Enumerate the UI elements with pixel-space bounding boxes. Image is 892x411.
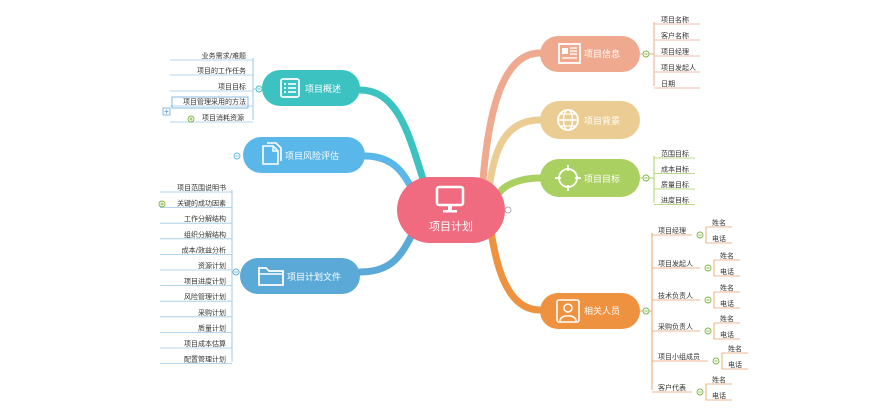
background-label: 项目背景 <box>584 115 620 127</box>
target-icon <box>555 165 581 191</box>
center-label: 项目计划 <box>429 220 473 233</box>
overview-item: 项目管理采用的方法 <box>183 97 246 106</box>
people-field: 电话 <box>720 267 734 276</box>
people-field: 电话 <box>712 234 726 243</box>
people-field: 姓名 <box>720 314 734 323</box>
globe-icon <box>557 109 579 131</box>
people-role: 项目小组成员 <box>658 352 700 361</box>
goals-item: 范围目标 <box>661 149 689 158</box>
people-field: 姓名 <box>720 283 734 292</box>
plan-item: 工作分解结构 <box>184 214 226 223</box>
plan-item: 成本/效益分析 <box>182 245 226 254</box>
people-field: 电话 <box>728 360 742 369</box>
people-field: 姓名 <box>712 218 726 227</box>
goals-label: 项目目标 <box>584 173 620 185</box>
goals-node[interactable]: 项目目标 <box>540 159 640 197</box>
branch-people-line <box>486 221 544 314</box>
people-role: 技术负责人 <box>658 291 693 300</box>
overview-label: 项目概述 <box>305 83 341 95</box>
people-field: 姓名 <box>728 344 742 353</box>
info-item: 项目发起人 <box>661 63 696 72</box>
people-field: 姓名 <box>720 251 734 260</box>
risk-label: 项目风险评估 <box>285 150 339 162</box>
plan-item: 组织分解结构 <box>184 230 226 239</box>
plan-item: 资源计划 <box>198 261 226 270</box>
people-role: 采购负责人 <box>658 322 693 331</box>
info-item: 日期 <box>661 80 675 88</box>
center-collapse-dot[interactable] <box>504 206 512 214</box>
info-node[interactable]: 项目信息 <box>540 36 640 72</box>
plan-item: 项目成本估算 <box>184 339 226 348</box>
plan-files-label: 项目计划文件 <box>287 271 341 283</box>
people-field: 姓名 <box>712 375 726 384</box>
plan-files-node[interactable]: 项目计划文件 <box>240 258 360 294</box>
info-item: 客户名称 <box>661 31 689 40</box>
people-field: 电话 <box>720 299 734 308</box>
overview-item: 项目的工作任务 <box>197 66 246 75</box>
overview-item: 项目消耗资源 <box>202 113 244 122</box>
overview-node[interactable]: 项目概述 <box>262 70 360 106</box>
newspaper-icon <box>558 43 581 64</box>
selected-item-frame[interactable] <box>171 96 249 109</box>
people-role: 项目经理 <box>658 226 686 235</box>
branch-info-line <box>479 49 544 184</box>
branch-background-line <box>486 116 544 186</box>
overview-item: 业务需求/难题 <box>202 51 246 60</box>
list-icon <box>280 78 300 98</box>
folder-icon <box>258 267 284 286</box>
background-node[interactable]: 项目背景 <box>540 101 640 139</box>
plan-item: 风险管理计划 <box>184 292 226 301</box>
plan-item: 项目范围说明书 <box>177 183 226 192</box>
goals-item: 成本目标 <box>661 165 689 174</box>
person-icon <box>556 299 580 323</box>
goals-item: 进度目标 <box>661 196 689 205</box>
documents-icon <box>262 142 282 165</box>
info-label: 项目信息 <box>584 48 620 60</box>
people-label: 相关人员 <box>584 305 620 317</box>
overview-item: 项目目标 <box>218 82 246 91</box>
plan-item: 采购计划 <box>198 308 226 317</box>
plan-item: 关键的成功因素 <box>177 199 226 208</box>
goals-item: 质量目标 <box>661 180 689 189</box>
monitor-icon <box>435 185 465 213</box>
plan-item: 配置管理计划 <box>184 355 226 364</box>
people-role: 客户代表 <box>658 383 686 392</box>
people-field: 电话 <box>712 391 726 400</box>
center-node[interactable]: 项目计划 <box>397 177 505 243</box>
people-field: 电话 <box>720 330 734 339</box>
risk-node[interactable]: 项目风险评估 <box>243 137 365 173</box>
plan-item: 项目进度计划 <box>184 277 226 286</box>
info-item: 项目名称 <box>661 15 689 24</box>
plan-item: 质量计划 <box>198 323 226 332</box>
branch-overview-line <box>356 86 429 189</box>
branch-goals-line <box>496 174 544 196</box>
people-role: 项目发起人 <box>658 259 693 268</box>
info-item: 项目经理 <box>661 47 689 56</box>
people-node[interactable]: 相关人员 <box>540 293 640 329</box>
